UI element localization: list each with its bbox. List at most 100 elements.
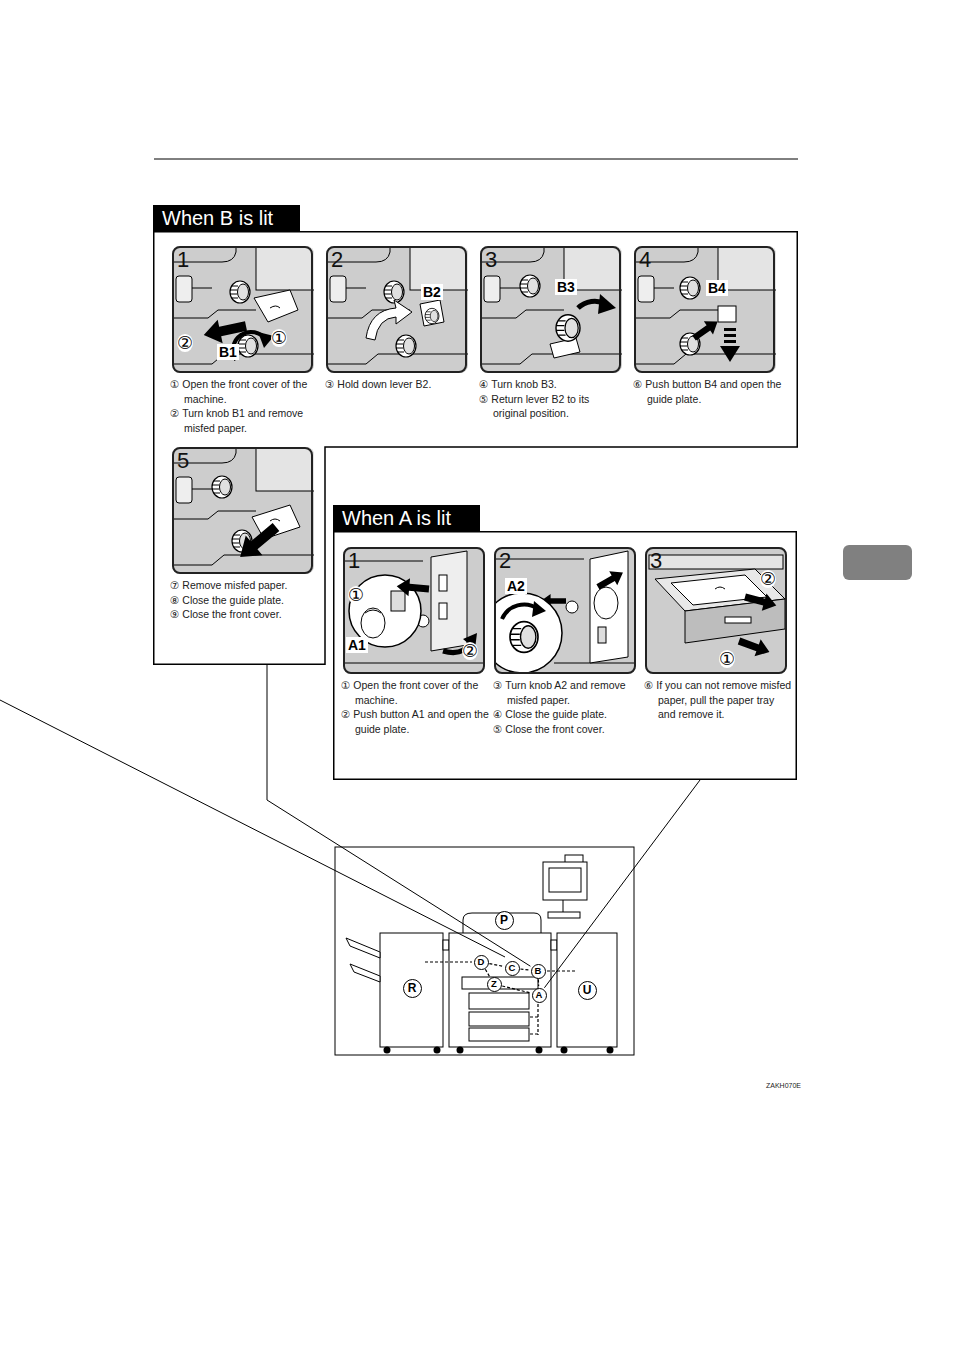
step-illustration — [634, 246, 776, 373]
callout-number: ① — [719, 650, 735, 668]
step-caption: ⑤ Return lever B2 to its original positi… — [479, 392, 624, 421]
machine-drawing — [346, 938, 380, 958]
step-panel: 2A2 — [494, 547, 636, 674]
step-illustration — [230, 281, 250, 303]
machine-drawing — [551, 940, 557, 950]
panel-number: 4 — [639, 249, 651, 271]
part-label: B4 — [706, 280, 728, 296]
step-illustration — [366, 300, 412, 340]
location-marker: R — [403, 979, 422, 998]
chapter-tab — [843, 545, 912, 580]
callout-number: ② — [177, 334, 193, 352]
step-illustration — [743, 588, 779, 614]
machine-drawing — [469, 993, 529, 1009]
location-marker: U — [578, 981, 597, 1000]
step-illustration — [270, 519, 280, 521]
figure-code: ZAKH070E — [766, 1081, 826, 1090]
panel-number: 5 — [177, 450, 189, 472]
section-heading: When B is lit — [153, 205, 300, 231]
header-rule — [154, 159, 798, 160]
step-illustration — [232, 517, 285, 567]
step-illustration — [724, 328, 736, 331]
paper-path — [485, 969, 489, 976]
step-caption: ② Turn knob B1 and remove misfed paper. — [170, 406, 315, 435]
step-illustration — [594, 587, 618, 619]
step-illustration — [480, 246, 622, 373]
step-illustration — [494, 547, 636, 674]
panel-number: 3 — [485, 249, 497, 271]
machine-drawing — [536, 1047, 543, 1054]
paper-path — [502, 986, 530, 993]
step-illustration — [502, 605, 538, 619]
machine-drawing — [434, 1047, 441, 1054]
paper-path — [489, 964, 503, 967]
step-panel: 3②① — [645, 547, 787, 674]
step-caption: ⑤ Close the front cover. — [493, 722, 641, 737]
location-letter: R — [408, 982, 417, 994]
step-illustration — [634, 246, 776, 373]
step-panel: 3B3 — [480, 246, 621, 373]
step-caption: ③ Turn knob A2 and remove misfed paper. — [493, 678, 641, 707]
machine-drawing — [457, 1047, 464, 1054]
step-illustration — [172, 246, 314, 373]
machine-drawing — [335, 847, 634, 1055]
callout-number: ② — [760, 570, 776, 588]
leader-line — [544, 780, 700, 988]
machine-drawing — [425, 962, 577, 1035]
step-illustration — [689, 315, 722, 345]
step-illustration — [172, 447, 314, 574]
machine-drawing — [469, 1028, 529, 1041]
leader-line — [267, 665, 530, 966]
step-illustration — [598, 627, 606, 643]
caption-column: ⑥ Push button B4 and open the guide plat… — [633, 377, 783, 406]
step-illustration — [212, 476, 232, 498]
step-caption: ⑧ Close the guide plate. — [170, 593, 320, 608]
step-illustration — [494, 593, 562, 673]
machine-drawing — [469, 1012, 529, 1026]
location-marker: B — [531, 964, 546, 979]
step-illustration — [680, 277, 700, 299]
machine-drawing — [607, 1047, 614, 1054]
location-marker: C — [505, 961, 520, 976]
step-illustration — [649, 555, 783, 569]
step-caption: ④ Turn knob B3. — [479, 377, 624, 392]
step-illustration — [361, 608, 385, 638]
step-caption: ② Push button A1 and open the guide plat… — [341, 707, 489, 736]
step-illustration — [724, 334, 736, 337]
step-illustration — [326, 246, 468, 373]
caption-column: ④ Turn knob B3.⑤ Return lever B2 to its … — [479, 377, 624, 421]
part-label: B3 — [555, 279, 577, 295]
location-letter: D — [478, 957, 485, 967]
step-caption: ④ Close the guide plate. — [493, 707, 641, 722]
location-marker: Z — [487, 977, 502, 992]
step-illustration — [396, 335, 416, 357]
step-illustration — [715, 587, 725, 589]
step-illustration — [718, 306, 736, 322]
machine-drawing — [563, 900, 564, 912]
step-illustration — [396, 577, 430, 598]
step-illustration — [724, 340, 736, 343]
step-panel: 4B4 — [634, 246, 775, 373]
step-caption: ③ Hold down lever B2. — [325, 377, 470, 392]
step-panel: 1①A1② — [343, 547, 485, 674]
machine-drawing — [449, 933, 551, 1047]
location-letter: P — [500, 914, 508, 926]
machine-drawing — [548, 912, 580, 918]
callout-number: ① — [271, 329, 287, 347]
step-illustration — [645, 547, 787, 674]
step-illustration — [598, 294, 616, 314]
step-illustration — [736, 633, 773, 661]
step-illustration — [590, 551, 628, 663]
step-illustration — [252, 505, 300, 539]
step-illustration — [425, 308, 439, 323]
panel-number: 2 — [499, 550, 511, 572]
leader-line — [0, 700, 505, 957]
step-illustration — [480, 246, 622, 373]
caption-column: ③ Turn knob A2 and remove misfed paper.④… — [493, 678, 641, 736]
part-label: B1 — [217, 344, 239, 360]
machine-drawing — [543, 862, 587, 900]
callout-number: ① — [348, 586, 364, 604]
section-outline — [334, 532, 797, 780]
panel-number: 1 — [177, 249, 189, 271]
